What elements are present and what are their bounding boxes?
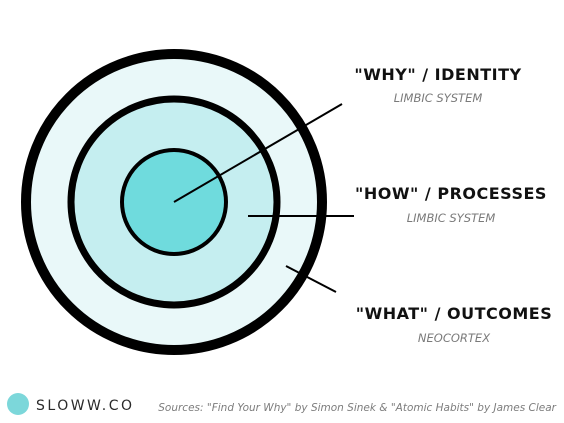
label-what-title: "WHAT" / OUTCOMES (356, 304, 552, 323)
label-how-subtitle: LIMBIC SYSTEM (407, 211, 496, 225)
label-why-subtitle: LIMBIC SYSTEM (394, 91, 483, 105)
label-what-subtitle: NEOCORTEX (418, 331, 491, 345)
connector-what (285, 265, 337, 293)
brand-logo-dot (7, 393, 29, 415)
brand-name: SLOWW.CO (36, 398, 135, 414)
label-how-title: "HOW" / PROCESSES (355, 184, 547, 203)
label-why-title: "WHY" / IDENTITY (354, 65, 521, 84)
sources-citation: Sources: "Find Your Why" by Simon Sinek … (158, 402, 556, 414)
connector-why (173, 103, 343, 203)
